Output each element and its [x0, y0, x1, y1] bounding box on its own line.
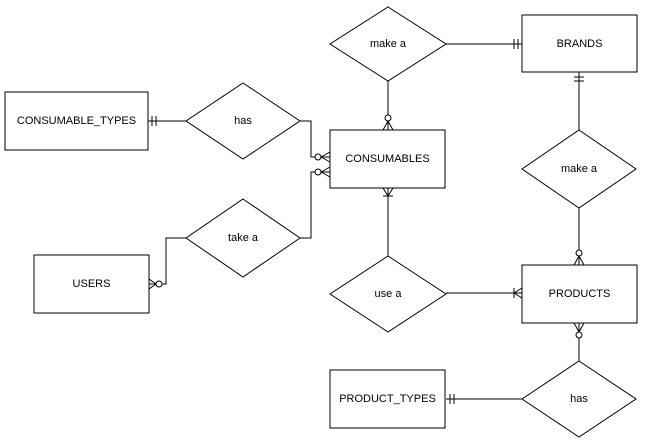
relationship-take-a[interactable]: take a	[185, 198, 301, 278]
marker-zero-many-consumables-take	[314, 166, 331, 178]
entity-consumables[interactable]: CONSUMABLES	[329, 129, 446, 189]
entity-label: CONSUMABLE_TYPES	[17, 115, 136, 127]
relationship-make-a-right[interactable]: make a	[521, 129, 637, 209]
line-has-to-consumables	[300, 120, 330, 158]
entity-brands[interactable]: BRANDS	[521, 14, 638, 73]
marker-one-consumable-types	[151, 116, 157, 126]
relationship-label: make a	[370, 38, 407, 50]
entity-label: BRANDS	[557, 38, 603, 50]
entity-label: USERS	[73, 278, 111, 290]
marker-one-many-consumables-use	[382, 187, 394, 197]
marker-zero-many-consumables-has	[314, 151, 331, 163]
relationship-has-bottom[interactable]: has	[521, 360, 637, 438]
entity-products[interactable]: PRODUCTS	[521, 264, 638, 324]
marker-one-many-products-use	[513, 287, 523, 299]
relationship-use-a[interactable]: use a	[329, 255, 447, 333]
entity-label: CONSUMABLES	[345, 153, 429, 165]
marker-zero-many-users	[148, 278, 163, 290]
relationship-label: make a	[561, 163, 598, 175]
line-take-a-to-users	[149, 237, 186, 285]
relationship-label: has	[570, 393, 588, 405]
entity-users[interactable]: USERS	[33, 254, 150, 314]
marker-zero-many-products-make	[573, 249, 585, 266]
entity-product-types[interactable]: PRODUCT_TYPES	[329, 369, 446, 429]
relationship-label: use a	[375, 288, 403, 300]
cardinality-markers	[148, 39, 585, 404]
relationship-label: take a	[228, 232, 259, 244]
entity-label: PRODUCTS	[549, 288, 611, 300]
marker-one-brands-left	[513, 39, 519, 49]
line-take-a-to-consumables	[300, 171, 330, 239]
entity-consumable-types[interactable]: CONSUMABLE_TYPES	[4, 91, 149, 151]
marker-zero-many-products-has	[573, 322, 585, 339]
marker-one-product-types	[449, 394, 455, 404]
relationship-has-left[interactable]: has	[185, 82, 301, 160]
relationship-label: has	[234, 115, 252, 127]
entity-label: PRODUCT_TYPES	[339, 393, 436, 405]
marker-zero-many-consumables-make	[382, 114, 394, 131]
marker-one-brands-bottom	[574, 76, 584, 82]
relationship-make-a-top[interactable]: make a	[329, 6, 447, 82]
